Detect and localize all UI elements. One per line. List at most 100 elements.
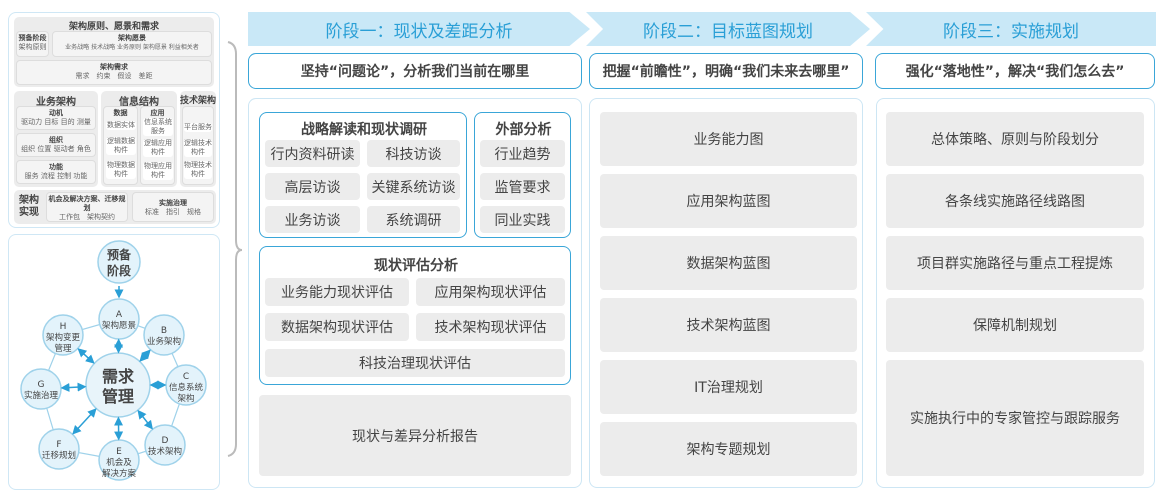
block-items: 驱动力 目标 目的 测量 <box>21 118 91 126</box>
stage-title: 阶段二：目标蓝图规划 <box>643 21 813 42</box>
phase-h-circle <box>42 314 84 356</box>
phase-letter: H <box>60 322 67 332</box>
prep-title: 预备阶段 <box>18 34 47 42</box>
stage-title: 阶段三：实施规划 <box>943 21 1079 42</box>
assessment-item: 业务能力现状评估 <box>265 278 409 306</box>
plan-item: 总体策略、原则与阶段划分 <box>886 112 1144 166</box>
phase-letter: F <box>56 440 61 450</box>
stage-1-content <box>248 98 582 488</box>
blueprint-item: IT治理规划 <box>600 360 857 414</box>
data-title: 数据 <box>113 109 128 117</box>
blueprint-item: 应用架构蓝图 <box>600 174 857 228</box>
assessment-item: 数据架构现状评估 <box>265 313 409 341</box>
stage-3-content <box>876 98 1155 488</box>
double-arrow-icon <box>77 348 95 364</box>
phase-letter: E <box>116 447 122 457</box>
block-title: 功能 <box>49 163 63 171</box>
stage-3-slogan: 强化“落地性”，解决“我们怎么去” <box>875 53 1155 89</box>
double-arrow-icon <box>137 409 153 430</box>
plan-item: 保障机制规划 <box>886 298 1144 352</box>
info-item: 信息系统服务 <box>143 118 173 136</box>
principles-group: 架构原则、愿景和需求 预备阶段架构原则 架构愿景业务战略 技术战略 业务原则 架… <box>14 17 214 87</box>
governance-box: 实施治理标准 指引 规格 <box>132 192 214 222</box>
block-items: 服务 流程 控制 功能 <box>24 172 88 180</box>
tech-column: 平台服务 逻辑技术构件 物理技术构件 <box>182 106 214 185</box>
strategy-item: 行内资料研读 <box>265 140 360 167</box>
business-block: 组织组织 位置 驱动者 角色 <box>16 133 96 157</box>
phase-label: 技术架构 <box>148 446 182 457</box>
phase-letter: B <box>161 326 167 336</box>
phase-label: 业务架构 <box>147 336 181 347</box>
block-title: 动机 <box>49 109 63 117</box>
tech-title: 技术架构 <box>179 96 216 106</box>
stage-1-slogan: 坚持“问题论”，分析我们当前在哪里 <box>248 53 582 89</box>
assessment-item: 应用架构现状评估 <box>416 278 565 306</box>
strategy-title: 战略解读和现状调研 <box>301 122 427 138</box>
data-column: 数据 数据实体 逻辑数据构件 物理数据构件 <box>103 106 138 185</box>
blueprint-item: 架构专题规划 <box>600 422 857 476</box>
phase-label: 架构 <box>177 393 194 404</box>
business-block: 功能服务 流程 控制 功能 <box>16 160 96 184</box>
prep-label: 阶段 <box>107 263 132 278</box>
strategy-item: 科技访谈 <box>367 140 460 167</box>
info-title: 信息结构 <box>119 97 159 108</box>
vision-items: 业务战略 技术战略 业务原则 架构愿景 利益相关者 <box>65 44 199 51</box>
external-box: 外部分析 <box>474 112 571 238</box>
double-arrow-icon <box>60 382 87 393</box>
blueprint-item: 技术架构蓝图 <box>600 298 857 352</box>
blueprint-item: 数据架构蓝图 <box>600 236 857 290</box>
assessment-item: 科技治理现状评估 <box>265 349 565 377</box>
phase-label: 机会及 <box>106 457 132 468</box>
phase-letter: C <box>183 372 189 382</box>
stage-1-header: 阶段一：现状及差距分析 <box>248 12 590 46</box>
center-label: 管理 <box>102 387 134 406</box>
block-items: 组织 位置 驱动者 角色 <box>21 145 91 153</box>
double-arrow-icon <box>139 349 151 362</box>
stage-title: 阶段一：现状及差距分析 <box>325 21 513 42</box>
implementation-group: 架构实现 机会及解决方案、迁移规划工作包 架构契约 实施治理标准 指引 规格 <box>14 190 216 224</box>
plan-item: 各条线实施路径线路图 <box>886 174 1144 228</box>
stage-3-header: 阶段三：实施规划 <box>866 12 1156 46</box>
phase-letter: A <box>116 310 123 320</box>
center-label: 需求 <box>102 367 135 386</box>
app-title: 应用 <box>150 109 165 117</box>
tech-item: 逻辑技术构件 <box>184 139 212 157</box>
blueprint-item: 业务能力图 <box>600 112 857 166</box>
phase-b-circle <box>143 314 185 356</box>
tech-group: 技术架构 平台服务 逻辑技术构件 物理技术构件 <box>180 91 216 187</box>
opp-items: 工作包 架构契约 <box>59 213 115 221</box>
app-column: 应用 信息系统服务 逻辑应用构件 物理应用构件 <box>140 106 175 185</box>
double-arrow-icon <box>72 408 97 435</box>
phase-label: 架构愿景 <box>102 320 136 331</box>
external-item: 监管要求 <box>480 173 565 200</box>
stage-2-header: 阶段二：目标蓝图规划 <box>586 12 870 46</box>
info-item: 数据实体 <box>106 121 136 130</box>
impl-title: 架构实现 <box>19 195 39 218</box>
strategy-item: 关键系统访谈 <box>367 173 460 200</box>
opp-title: 机会及解决方案、迁移规划 <box>48 195 126 212</box>
phase-label: 实施治理 <box>24 390 59 401</box>
plan-item: 实施执行中的专家管控与跟踪服务 <box>886 360 1144 476</box>
tech-item: 物理技术构件 <box>184 161 212 179</box>
strategy-box: 战略解读和现状调研 <box>259 112 467 238</box>
vision-box: 架构愿景业务战略 技术战略 业务原则 架构愿景 利益相关者 <box>52 31 212 57</box>
architecture-content-panel: 架构原则、愿景和需求 预备阶段架构原则 架构愿景业务战略 技术战略 业务原则 架… <box>8 12 220 228</box>
bracket <box>227 41 243 457</box>
prep-circle <box>97 240 141 284</box>
principles-title: 架构原则、愿景和需求 <box>68 22 159 32</box>
info-item: 逻辑应用构件 <box>143 139 173 157</box>
block-title: 组织 <box>49 136 63 144</box>
info-item: 物理应用构件 <box>143 162 173 180</box>
phase-label: 迁移规划 <box>42 450 76 461</box>
prep-box: 预备阶段架构原则 <box>16 31 49 57</box>
phase-label: 解决方案 <box>102 468 137 479</box>
vision-title: 架构愿景 <box>118 34 146 42</box>
phase-label: 信息系统 <box>169 382 204 393</box>
phase-letter: D <box>162 436 169 446</box>
strategy-item: 系统调研 <box>367 206 460 233</box>
external-item: 同业实践 <box>480 206 565 233</box>
prep-items: 架构原则 <box>18 43 47 51</box>
info-group: 信息结构 数据 数据实体 逻辑数据构件 物理数据构件 应用 信息系统服务 逻辑应… <box>101 91 177 187</box>
strategy-item: 高层访谈 <box>265 173 360 200</box>
